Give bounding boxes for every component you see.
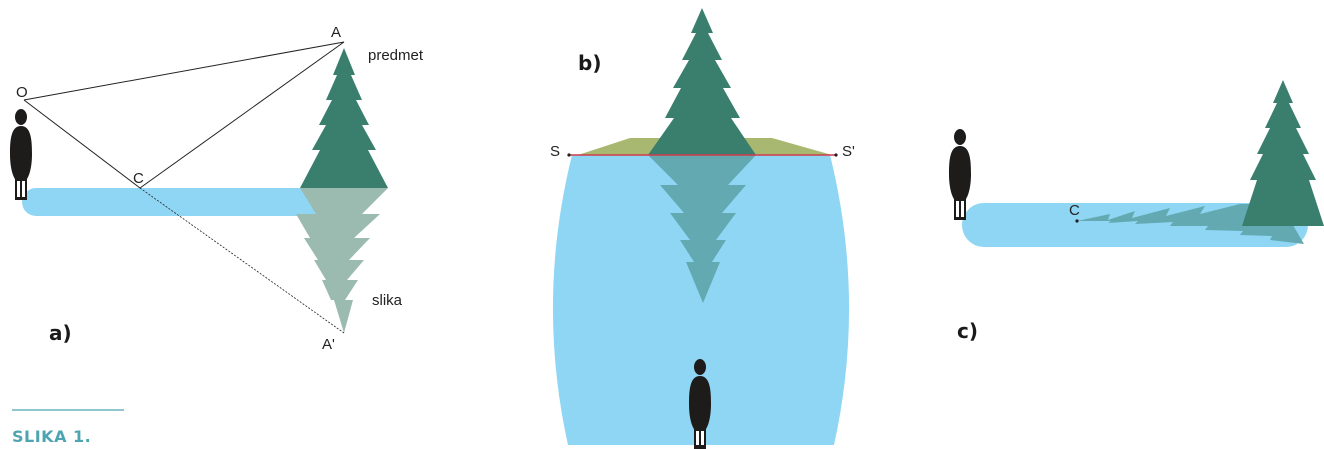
tree-b bbox=[648, 8, 756, 155]
panel-c-label: c) bbox=[957, 319, 978, 343]
point-c-label-c: C bbox=[1069, 202, 1080, 219]
panel-a: A predmet O C slika A' a) bbox=[10, 24, 424, 353]
figure-caption: SLIKA 1. bbox=[12, 409, 124, 446]
point-c-dot bbox=[1075, 219, 1079, 223]
point-s-label: S bbox=[550, 143, 560, 160]
observer-c-leg-right bbox=[961, 201, 964, 217]
panel-b: S S' b) bbox=[550, 8, 855, 449]
observer-a bbox=[10, 109, 32, 200]
point-s-prime-dot bbox=[834, 153, 838, 157]
object-label: predmet bbox=[368, 47, 424, 64]
panel-b-label: b) bbox=[578, 51, 601, 75]
lake-b bbox=[552, 155, 850, 445]
point-a-prime-label: A' bbox=[322, 336, 335, 353]
observer-c bbox=[949, 129, 971, 220]
lake-a bbox=[22, 188, 348, 216]
observer-b-leg-right bbox=[701, 431, 704, 445]
ray-lines-a bbox=[23, 41, 345, 334]
point-s-prime-label: S' bbox=[842, 143, 855, 160]
point-a-label: A bbox=[331, 24, 341, 41]
tree-c bbox=[1242, 80, 1324, 226]
tree-reflection-b bbox=[648, 155, 756, 303]
caption-text: SLIKA 1. bbox=[12, 427, 91, 446]
point-s-dot bbox=[567, 153, 571, 157]
observer-b-leg-left bbox=[696, 431, 699, 445]
point-c-label: C bbox=[133, 170, 144, 187]
tree-reflection-a bbox=[296, 188, 388, 333]
panel-c: C c) bbox=[949, 80, 1324, 343]
observer-a-leg-left bbox=[17, 181, 20, 197]
point-o-label: O bbox=[16, 84, 28, 101]
observer-a-leg-right bbox=[22, 181, 25, 197]
observer-c-leg-left bbox=[956, 201, 959, 217]
tree-a bbox=[300, 48, 388, 188]
image-label: slika bbox=[372, 292, 403, 309]
panel-a-label: a) bbox=[49, 321, 72, 345]
